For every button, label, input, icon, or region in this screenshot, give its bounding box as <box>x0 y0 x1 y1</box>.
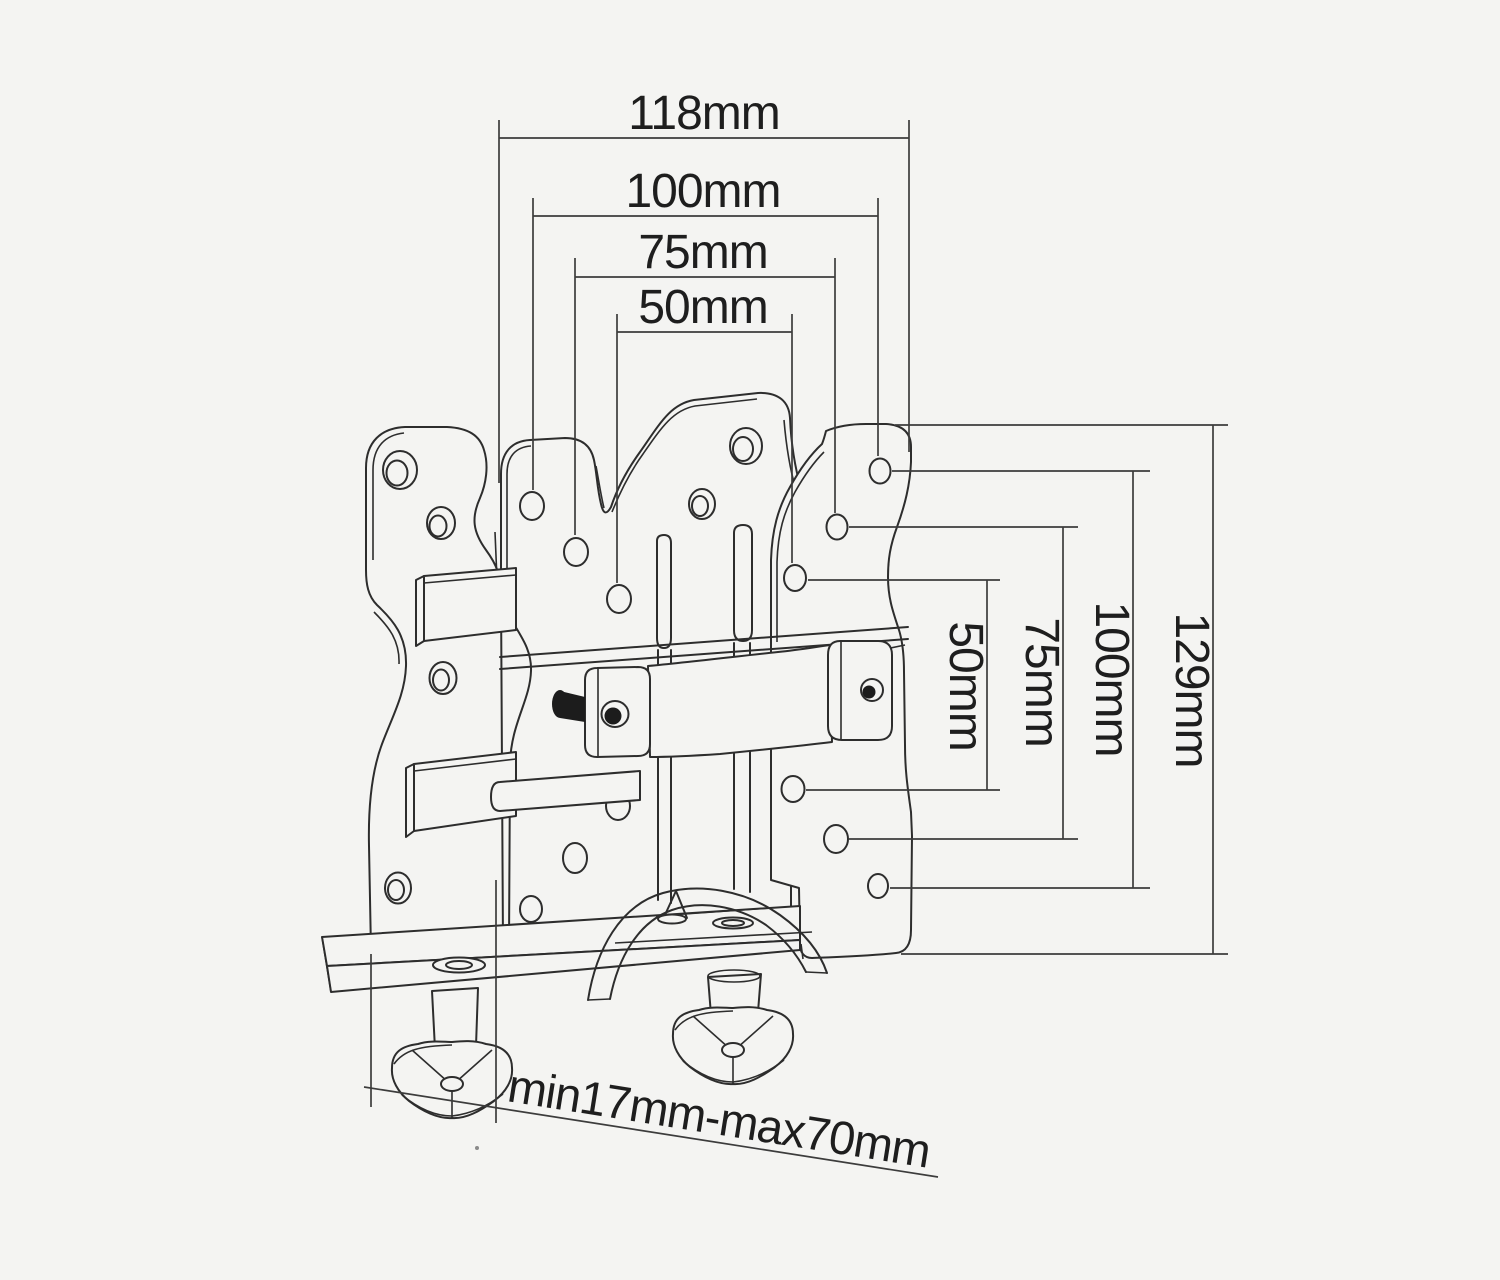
mounting-hole <box>606 584 632 614</box>
dim-right-50mm: 50mm <box>806 579 1000 791</box>
dim-right-100mm: 100mm <box>890 470 1150 889</box>
dim-top-118mm: 118mm <box>498 87 910 483</box>
dimension-line <box>363 1086 939 1178</box>
mounting-hole <box>867 873 889 899</box>
dimension-label: 100mm <box>625 165 780 218</box>
counterbore-hole <box>432 956 486 974</box>
back-plate <box>365 426 504 952</box>
mounting-hole <box>519 895 543 923</box>
dim-top-100mm: 100mm <box>532 165 879 490</box>
screw-stem <box>431 987 479 1050</box>
counterbore-hole <box>712 916 754 930</box>
dimension-label: 50mm <box>939 621 992 750</box>
mounting-hole <box>563 537 589 567</box>
dimension-label: 100mm <box>1085 601 1138 756</box>
mounting-hole <box>729 427 763 465</box>
dim-right-75mm: 75mm <box>849 526 1078 840</box>
mounting-hole <box>783 564 807 592</box>
arch-slot <box>657 913 687 925</box>
adjustment-bars <box>405 567 641 838</box>
mounting-hole <box>382 450 418 490</box>
dim-top-75mm: 75mm <box>574 226 836 535</box>
dimension-label: 75mm <box>638 226 767 279</box>
guide-slot <box>656 534 672 649</box>
mounting-hole <box>825 513 849 541</box>
mounting-hole <box>868 457 892 485</box>
mounting-hole <box>384 871 412 905</box>
clamp-strap <box>552 640 893 758</box>
dimension-label: 50mm <box>638 281 767 334</box>
dimension-label: 118mm <box>628 87 780 140</box>
mounting-hole <box>780 775 806 803</box>
right-thumb-screw <box>671 969 795 1086</box>
guide-slot <box>733 524 753 642</box>
arch-notch <box>663 890 688 919</box>
left-thumb-screw <box>390 987 514 1120</box>
dimension-label: 129mm <box>1165 612 1218 767</box>
mounting-hole <box>562 842 588 874</box>
mounting-hole <box>688 488 716 520</box>
dim-right-129mm: 129mm <box>895 424 1228 955</box>
adjustment-bolt <box>552 690 630 728</box>
dimension-label: 75mm <box>1015 617 1068 746</box>
mounting-hole <box>426 506 456 540</box>
speck <box>475 1146 479 1150</box>
clamp-arch <box>587 887 828 1001</box>
strap-right-tab <box>827 640 893 741</box>
pivot-pin <box>860 678 884 702</box>
mounting-hole <box>428 661 458 695</box>
mounting-hole <box>519 491 545 521</box>
mounting-hole <box>823 824 849 854</box>
dim-top-50mm: 50mm <box>616 281 793 583</box>
